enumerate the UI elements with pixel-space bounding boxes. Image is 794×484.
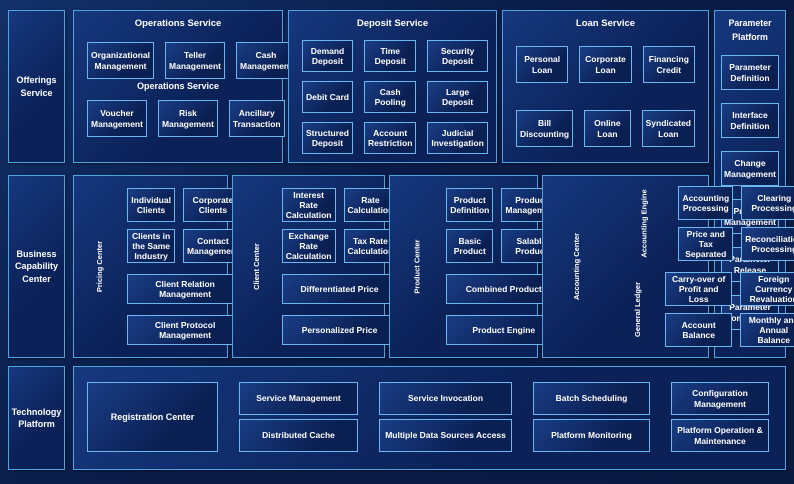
ledger-box: Carry-over of Profit and Loss [665, 272, 733, 306]
deposit-box: Security Deposit [427, 40, 488, 72]
loan-row-1: Personal Loan Corporate Loan Financing C… [503, 46, 708, 83]
capability-box: Differentiated Price [281, 274, 398, 304]
technology-box: Service Management [239, 382, 358, 415]
deposit-service-title: Deposit Service [356, 18, 429, 29]
operations-service-subtitle: Operations Service [136, 81, 220, 91]
parameter-platform-title-line2: Platform [732, 32, 768, 42]
deposit-box: Judicial Investigation [427, 122, 488, 154]
deposit-box: Structured Deposit [302, 122, 353, 154]
ledger-box: Monthly and Annual Balance [740, 313, 794, 347]
client-center-group: Client Center Interest Rate Calculation … [232, 175, 398, 358]
business-capability-center-label: Business Capability Center [14, 249, 58, 284]
technology-box: Service Invocation [379, 382, 512, 415]
loan-box: Financing Credit [642, 46, 695, 83]
loan-service-title: Loan Service [575, 18, 636, 29]
parameter-box: Change Management [721, 151, 779, 186]
capability-box: Tax Rate Calculation [343, 229, 398, 263]
accounting-engine-vertical-label: Accounting Engine [639, 189, 649, 258]
operations-box: Cash Management [236, 42, 296, 79]
operations-service-title: Operations Service [134, 18, 222, 29]
registration-center-box: Registration Center [87, 382, 218, 452]
operations-service-group: Operations Service Organizational Manage… [73, 10, 296, 163]
parameter-box: Interface Definition [721, 103, 779, 138]
capability-box: Rate Calculation [343, 188, 398, 222]
operations-box: Voucher Management [87, 100, 147, 137]
general-ledger-section: General Ledger Carry-over of Profit and … [610, 272, 794, 347]
deposit-grid: Demand Deposit Time Deposit Security Dep… [289, 29, 496, 154]
loan-row-2: Bill Discounting Online Loan Syndicated … [503, 110, 708, 147]
technology-box: Distributed Cache [239, 419, 358, 452]
capability-box: Client Relation Management [127, 274, 243, 304]
operations-box: Ancillary Transaction [228, 100, 285, 137]
capability-box: Client Protocol Management [127, 315, 243, 345]
deposit-box: Account Restriction [363, 122, 417, 154]
technology-platform-label: Technology Platform [11, 406, 62, 429]
capability-box: Interest Rate Calculation [281, 188, 336, 222]
accounting-engine-section: Accounting Engine Accounting Processing … [610, 186, 794, 261]
technology-box: Multiple Data Sources Access [379, 419, 512, 452]
technology-platform-rail: Technology Platform [8, 366, 65, 470]
operations-box: Organizational Management [87, 42, 155, 79]
product-center-vertical-label: Product Center [412, 239, 422, 294]
offerings-service-rail: Offerings Service [8, 10, 65, 163]
loan-box: Bill Discounting [516, 110, 574, 147]
capability-box: Basic Product [446, 229, 494, 263]
accounting-box: Reconciliation Processing [741, 227, 794, 261]
technology-box: Configuration Management [671, 382, 769, 415]
loan-box: Personal Loan [516, 46, 569, 83]
loan-service-group: Loan Service Personal Loan Corporate Loa… [502, 10, 709, 163]
parameter-box: Parameter Definition [721, 55, 779, 90]
product-center-group: Product Center Product Definition Produc… [389, 175, 562, 358]
accounting-box: Price and Tax Separated [678, 227, 734, 261]
capability-box: Salable Product [501, 229, 562, 263]
deposit-box: Demand Deposit [302, 40, 353, 72]
deposit-box: Cash Pooling [363, 81, 417, 113]
capability-box: Clients in the Same Industry [127, 229, 175, 263]
deposit-service-group: Deposit Service Demand Deposit Time Depo… [288, 10, 497, 163]
accounting-center-group: Accounting Center Accounting Engine Acco… [542, 175, 794, 358]
pricing-center-vertical-label: Pricing Center [95, 240, 105, 293]
deposit-box: Time Deposit [363, 40, 417, 72]
ledger-box: Account Balance [665, 313, 733, 347]
operations-row-2: Voucher Management Risk Management Ancil… [74, 100, 285, 137]
loan-box: Online Loan [584, 110, 631, 147]
deposit-box: Debit Card [302, 81, 353, 113]
loan-box: Syndicated Loan [641, 110, 695, 147]
client-center-vertical-label: Client Center [251, 243, 261, 290]
deposit-box: Large Deposit [427, 81, 488, 113]
accounting-box: Clearing Processing [741, 186, 794, 220]
accounting-box: Accounting Processing [678, 186, 734, 220]
parameter-platform-title-line1: Parameter [728, 18, 772, 28]
technology-platform-container: Registration Center Service Management D… [73, 366, 786, 470]
pricing-center-group: Pricing Center Individual Clients Corpor… [73, 175, 243, 358]
ledger-box: Foreign Currency Revaluation [740, 272, 794, 306]
capability-box: Exchange Rate Calculation [281, 229, 336, 263]
capability-box: Personalized Price [281, 315, 398, 345]
offerings-service-label: Offerings Service [16, 75, 57, 98]
business-capability-center-rail: Business Capability Center [8, 175, 65, 358]
technology-box: Platform Monitoring [533, 419, 650, 452]
technology-box: Platform Operation & Maintenance [671, 419, 769, 452]
accounting-center-vertical-label: Accounting Center [572, 232, 582, 301]
operations-row-1: Organizational Management Teller Managem… [74, 42, 296, 79]
capability-box: Individual Clients [127, 188, 175, 222]
technology-box: Batch Scheduling [533, 382, 650, 415]
operations-box: Teller Management [165, 42, 225, 79]
loan-box: Corporate Loan [579, 46, 632, 83]
capability-box: Product Definition [446, 188, 494, 222]
operations-box: Risk Management [157, 100, 218, 137]
general-ledger-vertical-label: General Ledger [633, 281, 643, 338]
